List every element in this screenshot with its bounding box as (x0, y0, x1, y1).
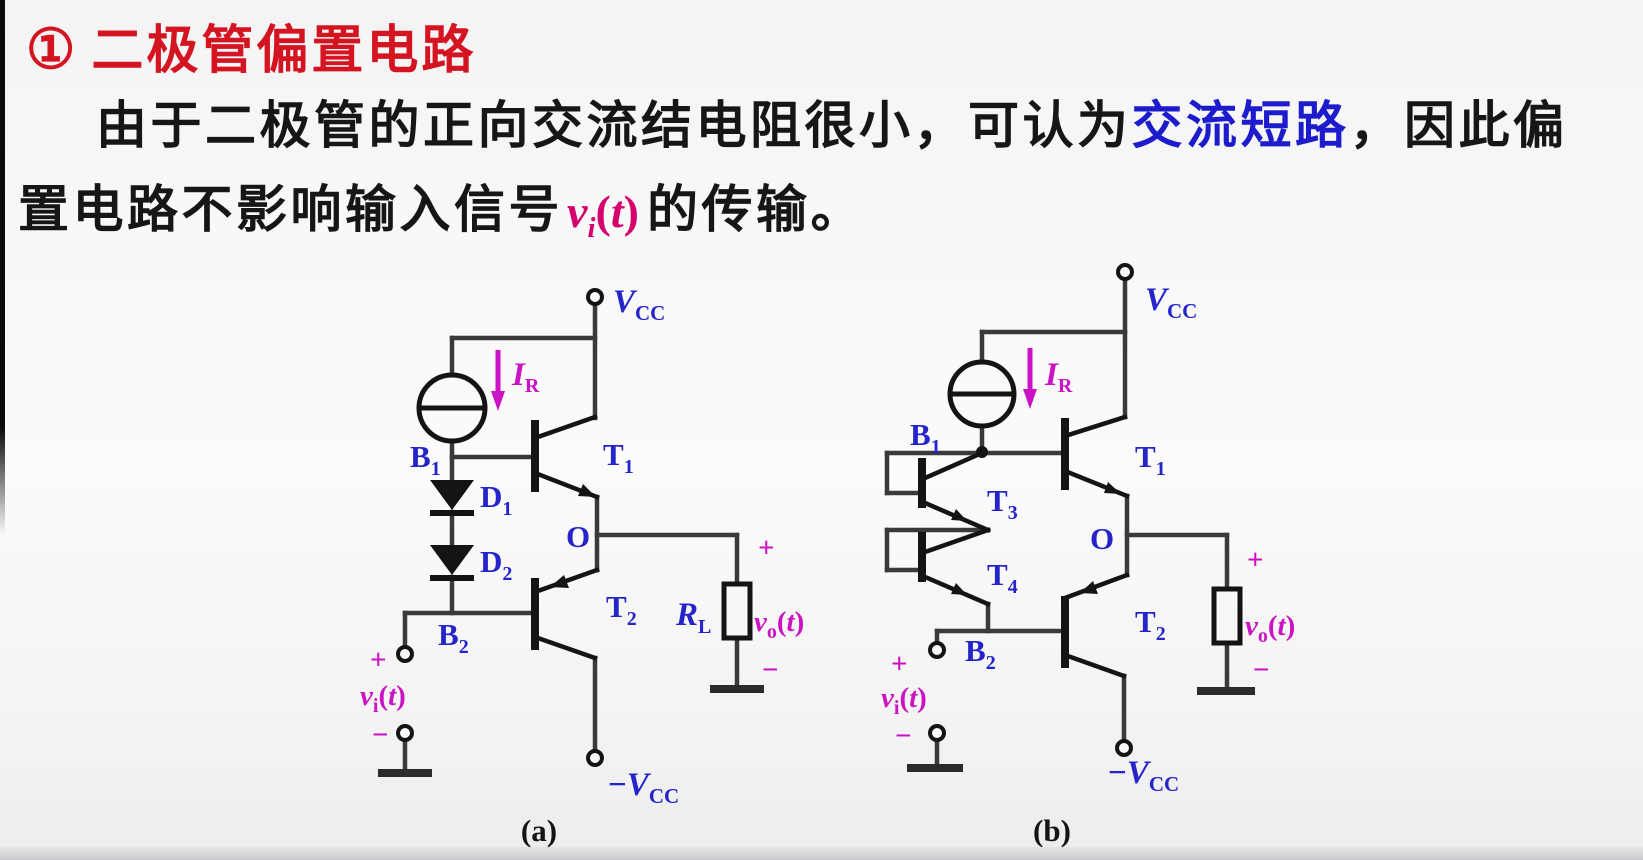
caption-a: (a) (521, 813, 557, 848)
rl-label: RL (675, 597, 711, 638)
neg-vcc-label: −VCC (1108, 755, 1179, 796)
input-signal-symbol: vi(t) (567, 186, 639, 243)
terminal-circles (928, 263, 1134, 757)
transistor-t3 (918, 450, 991, 533)
circuit-b-wires (884, 276, 1230, 766)
line1-text: 由于二极管的正向交流结电阻很小，可认为 (96, 97, 1132, 154)
line1-tail: ，因此偏 (1349, 97, 1568, 154)
d2-label: D2 (480, 544, 512, 585)
paragraph-line-2: 置电路不影响输入信号vi(t)的传输。 (18, 168, 1640, 252)
transistor-t2 (1061, 572, 1130, 679)
vi-sub: i (587, 212, 596, 245)
transistor-t4 (918, 527, 991, 607)
bottom-edge-strip (0, 847, 1643, 860)
line2-tail: 的传输。 (646, 181, 865, 238)
ground-symbols (907, 687, 1255, 772)
output-plus-sign: + (758, 532, 775, 564)
b1-label: B1 (410, 439, 441, 480)
vcc-terminal (586, 288, 604, 306)
ir-label: IR (1044, 357, 1073, 397)
line1-highlight: 交流短路 (1131, 97, 1350, 154)
b2-label: B2 (438, 617, 469, 658)
input-plus-terminal (396, 645, 414, 663)
input-plus-sign: + (370, 644, 387, 676)
output-minus-sign: − (762, 654, 779, 686)
time-var: t (610, 186, 624, 237)
vi-base: v (567, 186, 588, 237)
current-source-symbol (416, 372, 488, 444)
b1-label: B1 (910, 417, 941, 458)
t3-label: T3 (987, 483, 1018, 524)
paren-close: ) (623, 186, 639, 237)
transistor-t1 (1061, 414, 1130, 499)
paragraph-line-1: 由于二极管的正向交流结电阻很小，可认为交流短路，因此偏 (18, 84, 1640, 168)
diode-d1 (430, 480, 474, 516)
terminal-circles (396, 288, 604, 767)
input-minus-sign: − (895, 720, 912, 752)
transistor-t1 (531, 414, 600, 500)
circuit-a-diagram: VCC IR B1 D1 D2 B2 T1 T2 O RL −VCC + − v… (360, 284, 804, 848)
input-minus-terminal (396, 724, 414, 742)
load-resistor (721, 581, 753, 641)
bias-current-arrow (1023, 348, 1037, 409)
output-plus-sign: + (1247, 544, 1264, 576)
current-source-symbol (947, 359, 1017, 429)
left-edge-strip (0, 0, 5, 535)
b2-label: B2 (965, 633, 996, 674)
line2-text: 置电路不影响输入信号 (18, 181, 564, 238)
vo-label: vo(t) (754, 606, 804, 643)
body-paragraph: 由于二极管的正向交流结电阻很小，可认为交流短路，因此偏 置电路不影响输入信号vi… (18, 84, 1640, 252)
title-number-badge: ① (26, 18, 76, 80)
input-plus-sign: + (891, 648, 908, 680)
t2-label: T2 (1135, 604, 1166, 645)
neg-vcc-terminal (1115, 739, 1133, 757)
input-plus-terminal (928, 641, 946, 659)
circuit-b-diagram: VCC IR B1 T3 T4 B2 T1 T2 O −VCC + − vi(t… (881, 263, 1295, 848)
vcc-terminal (1116, 263, 1134, 281)
t2-label: T2 (606, 589, 637, 630)
t4-label: T4 (987, 557, 1018, 598)
output-node-label: O (1090, 521, 1114, 556)
circuit-a-wires (402, 301, 740, 771)
caption-b: (b) (1033, 813, 1071, 848)
transistor-t2 (531, 567, 600, 661)
input-minus-sign: − (372, 719, 389, 751)
ir-label: IR (511, 357, 540, 397)
d1-label: D1 (480, 479, 512, 520)
t1-label: T1 (603, 437, 634, 478)
vo-label: vo(t) (1245, 610, 1295, 647)
neg-vcc-terminal (586, 749, 604, 767)
ground-symbols (378, 685, 764, 777)
title-text: 二极管偏置电路 (91, 22, 477, 80)
vcc-label: VCC (1145, 282, 1197, 323)
t1-label: T1 (1135, 439, 1166, 480)
vi-label: vi(t) (881, 682, 927, 719)
diode-d2 (430, 545, 474, 581)
page-title: ① 二极管偏置电路 (26, 8, 476, 83)
vcc-label: VCC (613, 284, 665, 325)
input-minus-terminal (928, 724, 946, 742)
vi-label: vi(t) (360, 680, 406, 717)
neg-vcc-label: −VCC (608, 767, 679, 808)
output-minus-sign: − (1253, 654, 1270, 686)
output-node-label: O (566, 519, 590, 554)
paren-open: ( (595, 186, 611, 237)
bias-current-arrow (491, 350, 505, 411)
load-resistor (1211, 586, 1243, 646)
